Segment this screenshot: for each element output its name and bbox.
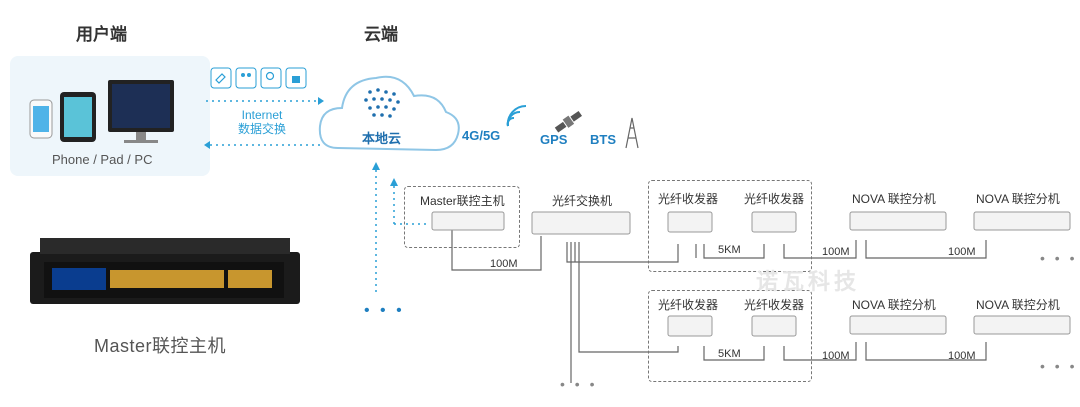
nova-label-1: NOVA 联控分机 [852, 192, 936, 206]
speed-label-row1-a: 100M [822, 246, 850, 258]
satellite-icon [554, 110, 583, 133]
phone-icon [29, 99, 53, 139]
internet-label-line1: Internet [241, 108, 283, 122]
cloud-side-title: 云端 [364, 25, 398, 44]
transceiver-label-3: 光纤收发器 [658, 298, 719, 312]
distance-label-bottom: 5KM [718, 348, 741, 360]
fiber-switch-label: 光纤交换机 [552, 194, 613, 208]
master-box-label: Master联控主机 [420, 194, 505, 208]
cloud-label: 本地云 [362, 131, 402, 146]
switch-more-dots: • • • [560, 376, 598, 392]
transceiver-label-4: 光纤收发器 [744, 298, 805, 312]
distance-label-top: 5KM [718, 244, 741, 256]
wifi-signal-icon [506, 104, 527, 127]
function-icons [210, 67, 307, 89]
cloud-more-dots: • • • [364, 302, 405, 319]
row2-more-dots: • • • [1040, 358, 1078, 374]
monitor-icon [108, 80, 174, 143]
speed-label-master: 100M [490, 258, 518, 270]
master-group-box [404, 186, 520, 248]
speed-label-row2-b: 100M [948, 350, 976, 362]
cell-network-label: 4G/5G [462, 128, 501, 143]
transceiver-label-2: 光纤收发器 [744, 192, 805, 206]
user-devices-caption: Phone / Pad / PC [52, 152, 153, 167]
nova-label-3: NOVA 联控分机 [852, 298, 936, 312]
tower-icon [625, 117, 639, 149]
nova-label-4: NOVA 联控分机 [976, 298, 1060, 312]
row1-more-dots: • • • [1040, 250, 1078, 266]
gps-label: GPS [540, 132, 568, 147]
transceiver-label-1: 光纤收发器 [658, 192, 719, 206]
internet-label-line2: 数据交换 [237, 122, 286, 136]
server-caption: Master联控主机 [94, 336, 227, 356]
transceiver-group-bottom [648, 290, 812, 382]
user-side-title: 用户端 [76, 25, 127, 44]
bts-label: BTS [590, 132, 616, 147]
watermark: 诺瓦科技 [756, 269, 861, 294]
internet-label: Internet 数据交换 [226, 108, 298, 136]
nova-label-2: NOVA 联控分机 [976, 192, 1060, 206]
speed-label-row2-a: 100M [822, 350, 850, 362]
transceiver-group-top [648, 180, 812, 272]
tablet-icon [60, 92, 96, 142]
server-chassis-image [30, 238, 300, 304]
cloud-icon [318, 75, 460, 152]
speed-label-row1-b: 100M [948, 246, 976, 258]
